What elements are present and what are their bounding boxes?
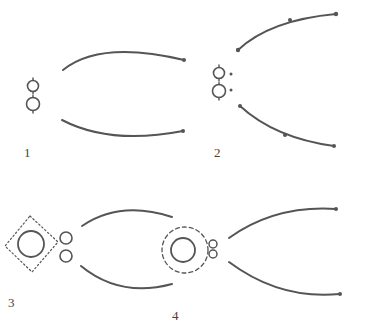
panel-two (213, 12, 339, 148)
panel-number: 4 (172, 309, 179, 322)
panel-three (5, 210, 172, 288)
panel-one (27, 52, 187, 136)
panel-number: 2 (214, 146, 221, 159)
panel-number: 3 (8, 296, 15, 309)
panel-number: 1 (24, 146, 31, 159)
panel-four (162, 207, 342, 296)
